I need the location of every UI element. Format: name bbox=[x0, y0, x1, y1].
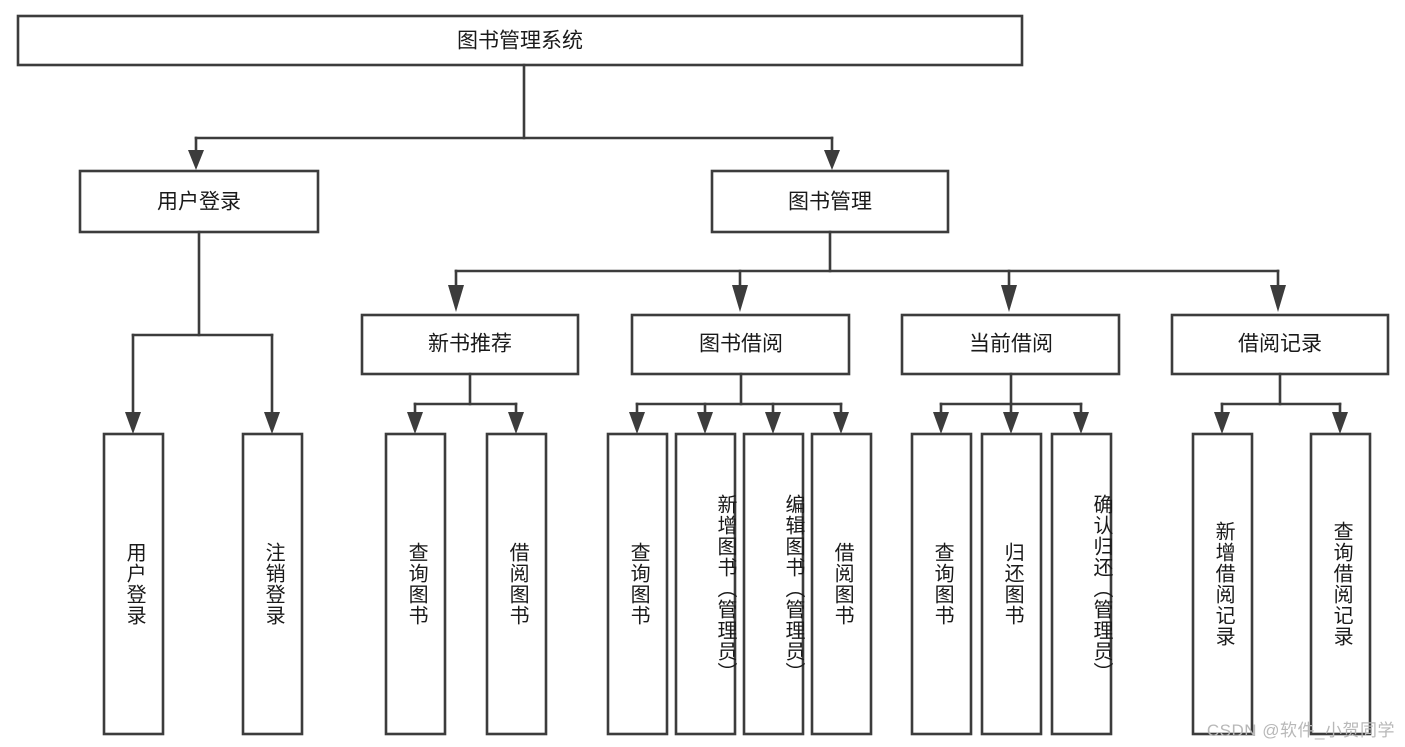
node-book-manage-label: 图书管理 bbox=[788, 191, 872, 214]
leaf-box-user-login-1[interactable] bbox=[241, 432, 304, 736]
leaf-box-book-borrow-0[interactable] bbox=[606, 432, 669, 736]
leaf-box-new-book-1[interactable] bbox=[485, 432, 548, 736]
node-root[interactable]: 图书管理系统 bbox=[16, 14, 1024, 67]
node-user-login-label: 用户登录 bbox=[157, 191, 241, 214]
connector-new-book-rec-leaves bbox=[407, 372, 524, 434]
node-borrow-record[interactable]: 借阅记录 bbox=[1170, 313, 1390, 376]
node-new-book-rec-box[interactable] bbox=[360, 313, 580, 376]
leaf-box-borrow-record-1[interactable] bbox=[1309, 432, 1372, 736]
csdn-watermark: CSDN @软件_小贺同学 bbox=[1206, 721, 1395, 740]
node-user-login[interactable]: 用户登录 bbox=[78, 169, 320, 234]
node-user-login-box[interactable] bbox=[78, 169, 320, 234]
arrow-to-user-login bbox=[188, 150, 204, 170]
leaf-box-user-login-0[interactable] bbox=[102, 432, 165, 736]
node-book-manage[interactable]: 图书管理 bbox=[710, 169, 950, 234]
leaf-box-book-borrow-1[interactable] bbox=[674, 432, 737, 736]
connector-borrow-record-leaves bbox=[1214, 372, 1348, 434]
leaf-box-current-borrow-2[interactable] bbox=[1050, 432, 1113, 736]
arrow-to-book-manage bbox=[824, 150, 840, 170]
leaf-box-borrow-record-0[interactable] bbox=[1191, 432, 1254, 736]
connector-root-bus bbox=[188, 63, 840, 170]
node-book-borrow-label: 图书借阅 bbox=[699, 333, 783, 356]
leaf-box-new-book-0[interactable] bbox=[384, 432, 447, 736]
node-book-borrow[interactable]: 图书借阅 bbox=[630, 313, 851, 376]
connector-book-borrow-leaves bbox=[629, 372, 849, 434]
node-current-borrow-box[interactable] bbox=[900, 313, 1121, 376]
connector-book-manage-bus bbox=[448, 230, 1286, 312]
node-borrow-record-label: 借阅记录 bbox=[1238, 333, 1322, 356]
node-current-borrow-label: 当前借阅 bbox=[969, 333, 1053, 356]
node-root-label: 图书管理系统 bbox=[457, 30, 583, 53]
node-new-book-rec-label: 新书推荐 bbox=[428, 333, 512, 356]
leaf-box-current-borrow-0[interactable] bbox=[910, 432, 973, 736]
connector-current-borrow-leaves bbox=[933, 372, 1089, 434]
connector-user-login-leaves bbox=[125, 230, 280, 434]
node-new-book-rec[interactable]: 新书推荐 bbox=[360, 313, 580, 376]
leaf-box-book-borrow-2[interactable] bbox=[742, 432, 805, 736]
node-current-borrow[interactable]: 当前借阅 bbox=[900, 313, 1121, 376]
leaf-box-book-borrow-3[interactable] bbox=[810, 432, 873, 736]
node-root-box[interactable] bbox=[16, 14, 1024, 67]
leaf-box-current-borrow-1[interactable] bbox=[980, 432, 1043, 736]
